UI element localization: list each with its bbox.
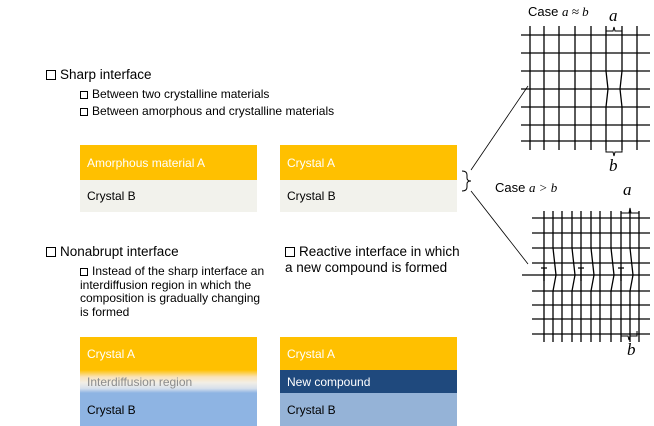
reactive-interface-heading: Reactive interface in which a new compou… xyxy=(285,244,465,275)
case-1-label-b: b xyxy=(609,156,618,175)
crystal-a-label-2: Crystal A xyxy=(87,346,136,361)
connector-brace xyxy=(461,170,472,192)
crystal-a-layer-3: Crystal A xyxy=(280,337,457,370)
crystal-b-label-1: Crystal B xyxy=(87,189,136,203)
crystal-b-layer-4: Crystal B xyxy=(280,393,457,426)
case-1-prefix: Case xyxy=(528,4,562,19)
sharp-sub-item-1: Between two crystalline materials xyxy=(80,87,269,101)
case-1-title: Case a ≈ b xyxy=(528,5,589,19)
sharp-interface-heading: Sharp interface xyxy=(46,67,152,83)
crystal-b-layer-3: Crystal B xyxy=(80,393,257,426)
interdiffusion-region-layer: Interdiffusion region xyxy=(80,370,257,393)
checkbox-icon xyxy=(80,108,88,116)
sharp-sub-item-2-label: Between amorphous and crystalline materi… xyxy=(92,104,335,118)
amorphous-a-layer: Amorphous material A xyxy=(80,145,257,180)
brace-b-case1 xyxy=(605,148,623,157)
crystal-b-label-3: Crystal B xyxy=(87,402,136,417)
case-2-title: Case a > b xyxy=(495,181,557,195)
connector-line-bottom xyxy=(470,190,529,265)
case-2-label-a: a xyxy=(623,180,632,199)
checkbox-icon xyxy=(46,70,56,80)
reactive-interface-title: Reactive interface in which a new compou… xyxy=(285,244,460,275)
sharp-sub-item-2: Between amorphous and crystalline materi… xyxy=(80,104,334,118)
brace-b-case2 xyxy=(620,331,638,341)
new-compound-layer: New compound xyxy=(280,370,457,393)
checkbox-icon xyxy=(46,247,56,257)
brace-a-case1 xyxy=(605,26,623,35)
brace-a-case2 xyxy=(620,207,640,218)
case-1-label-a: a xyxy=(609,6,618,25)
connector-line-top xyxy=(470,85,529,171)
nonabrupt-interface-title: Nonabrupt interface xyxy=(60,244,179,259)
sharp-sub-item-1-label: Between two crystalline materials xyxy=(92,87,270,101)
checkbox-icon xyxy=(80,268,88,276)
nonabrupt-description-text: Instead of the sharp interface an interd… xyxy=(80,264,265,319)
nonabrupt-description: Instead of the sharp interface an interd… xyxy=(80,264,270,319)
crystal-b-layer-2: Crystal B xyxy=(280,180,457,212)
interdiffusion-region-label: Interdiffusion region xyxy=(87,374,193,389)
crystal-b-label-2: Crystal B xyxy=(287,189,336,203)
crystal-a-layer-1: Crystal A xyxy=(280,145,457,180)
crystal-a-layer-2: Crystal A xyxy=(80,337,257,370)
crystal-a-label-3: Crystal A xyxy=(287,346,336,361)
amorphous-a-label: Amorphous material A xyxy=(87,155,206,170)
case-2-math: a > b xyxy=(528,180,558,195)
new-compound-label: New compound xyxy=(287,374,371,389)
case-1-math: a ≈ b xyxy=(561,4,589,19)
lattice-case-a-approx-b xyxy=(521,26,650,150)
crystal-a-label-1: Crystal A xyxy=(287,155,336,170)
lattice-case-a-greater-b xyxy=(522,211,650,342)
nonabrupt-interface-heading: Nonabrupt interface xyxy=(46,244,179,260)
sharp-interface-title: Sharp interface xyxy=(60,67,152,82)
checkbox-icon xyxy=(285,247,295,257)
crystal-b-label-4: Crystal B xyxy=(287,402,336,417)
crystal-b-layer-1: Crystal B xyxy=(80,180,257,212)
case-2-prefix: Case xyxy=(495,180,529,195)
case-2-label-b: b xyxy=(627,340,636,359)
checkbox-icon xyxy=(80,91,88,99)
